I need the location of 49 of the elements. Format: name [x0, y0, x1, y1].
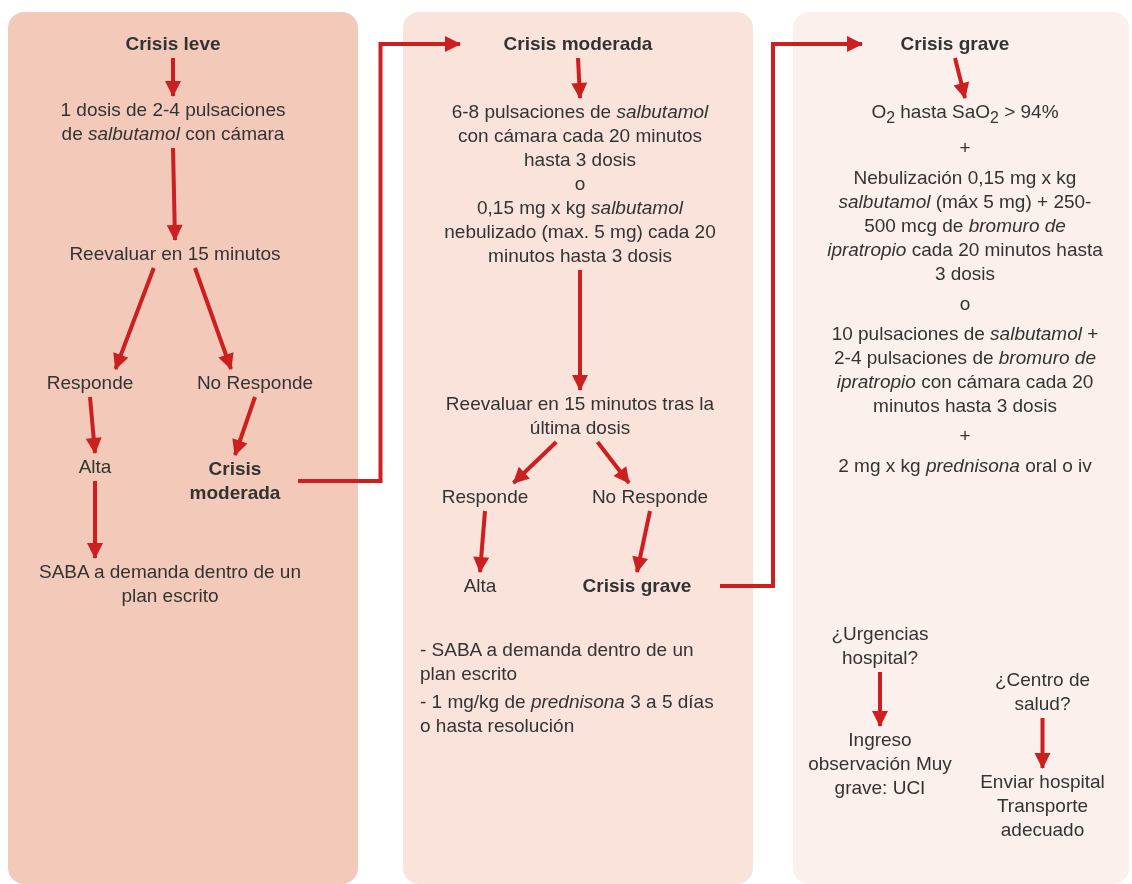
column-panel — [8, 12, 358, 884]
arrow — [298, 36, 461, 483]
arrow — [571, 57, 588, 99]
arrow — [193, 267, 234, 370]
arrow — [595, 440, 631, 485]
arrow — [512, 440, 558, 485]
outcome-text: Responde — [25, 371, 155, 395]
arrow — [572, 270, 588, 391]
outcome-text: Alta — [50, 455, 140, 479]
outcome-text: Alta — [435, 574, 525, 598]
arrow — [473, 510, 490, 573]
step-text: 2 mg x kg prednisona oral o iv — [837, 453, 1093, 478]
arrow — [720, 36, 863, 588]
step-text: Enviar hospital Transporte adecuado — [980, 770, 1105, 842]
heading-text: Crisis leve — [73, 32, 273, 56]
arrow — [166, 147, 183, 241]
arrow — [165, 58, 181, 97]
arrow — [113, 267, 156, 370]
step-text: 0,15 mg x kg salbutamol nebulizado (max. 5 mg) cada 20 minutos hasta 3 dosis — [443, 196, 717, 268]
heading-text: Crisis grave — [860, 32, 1050, 56]
heading-text: Crisis moderada — [458, 32, 698, 56]
arrow — [872, 672, 888, 727]
column-panel — [403, 12, 753, 884]
step-text: SABA a demanda dentro de un plan escrito — [25, 560, 315, 608]
note-text: - 1 mg/kg de prednisona 3 a 5 días o hasta resolución — [420, 690, 715, 738]
step-text: Reevaluar en 15 minutos tras la última dosis — [430, 392, 730, 440]
step-text: 1 dosis de 2-4 pulsaciones de salbutamol con cámara — [53, 98, 293, 146]
step-text: + — [958, 423, 972, 448]
column-panel — [793, 12, 1129, 884]
arrow — [632, 510, 652, 573]
heading-text: Crisis moderada — [180, 457, 290, 505]
step-text: 10 pulsaciones de salbutamol + 2-4 pulsaciones de bromuro de ipratropio con cámara cada 20 minutos hasta 3 dosis — [830, 321, 1100, 418]
step-text: o — [958, 291, 972, 316]
heading-text: Crisis grave — [562, 574, 712, 598]
outcome-text: No Responde — [565, 485, 735, 509]
arrow — [1034, 718, 1051, 769]
arrow — [87, 481, 103, 559]
step-text: + — [958, 135, 972, 160]
outcome-text: Responde — [420, 485, 550, 509]
step-text: O$_{2}$ hasta SaO$_{2}$ > 94% — [870, 100, 1060, 128]
step-text: o — [573, 172, 587, 196]
step-text: Ingreso observación Muy grave: UCI — [805, 728, 955, 800]
step-text: Reevaluar en 15 minutos — [20, 242, 330, 266]
question-text: ¿Urgencias hospital? — [810, 622, 950, 670]
arrow — [953, 57, 970, 99]
question-text: ¿Centro de salud? — [975, 668, 1110, 716]
arrow — [232, 396, 257, 456]
outcome-text: No Responde — [170, 371, 340, 395]
arrow — [85, 396, 102, 454]
